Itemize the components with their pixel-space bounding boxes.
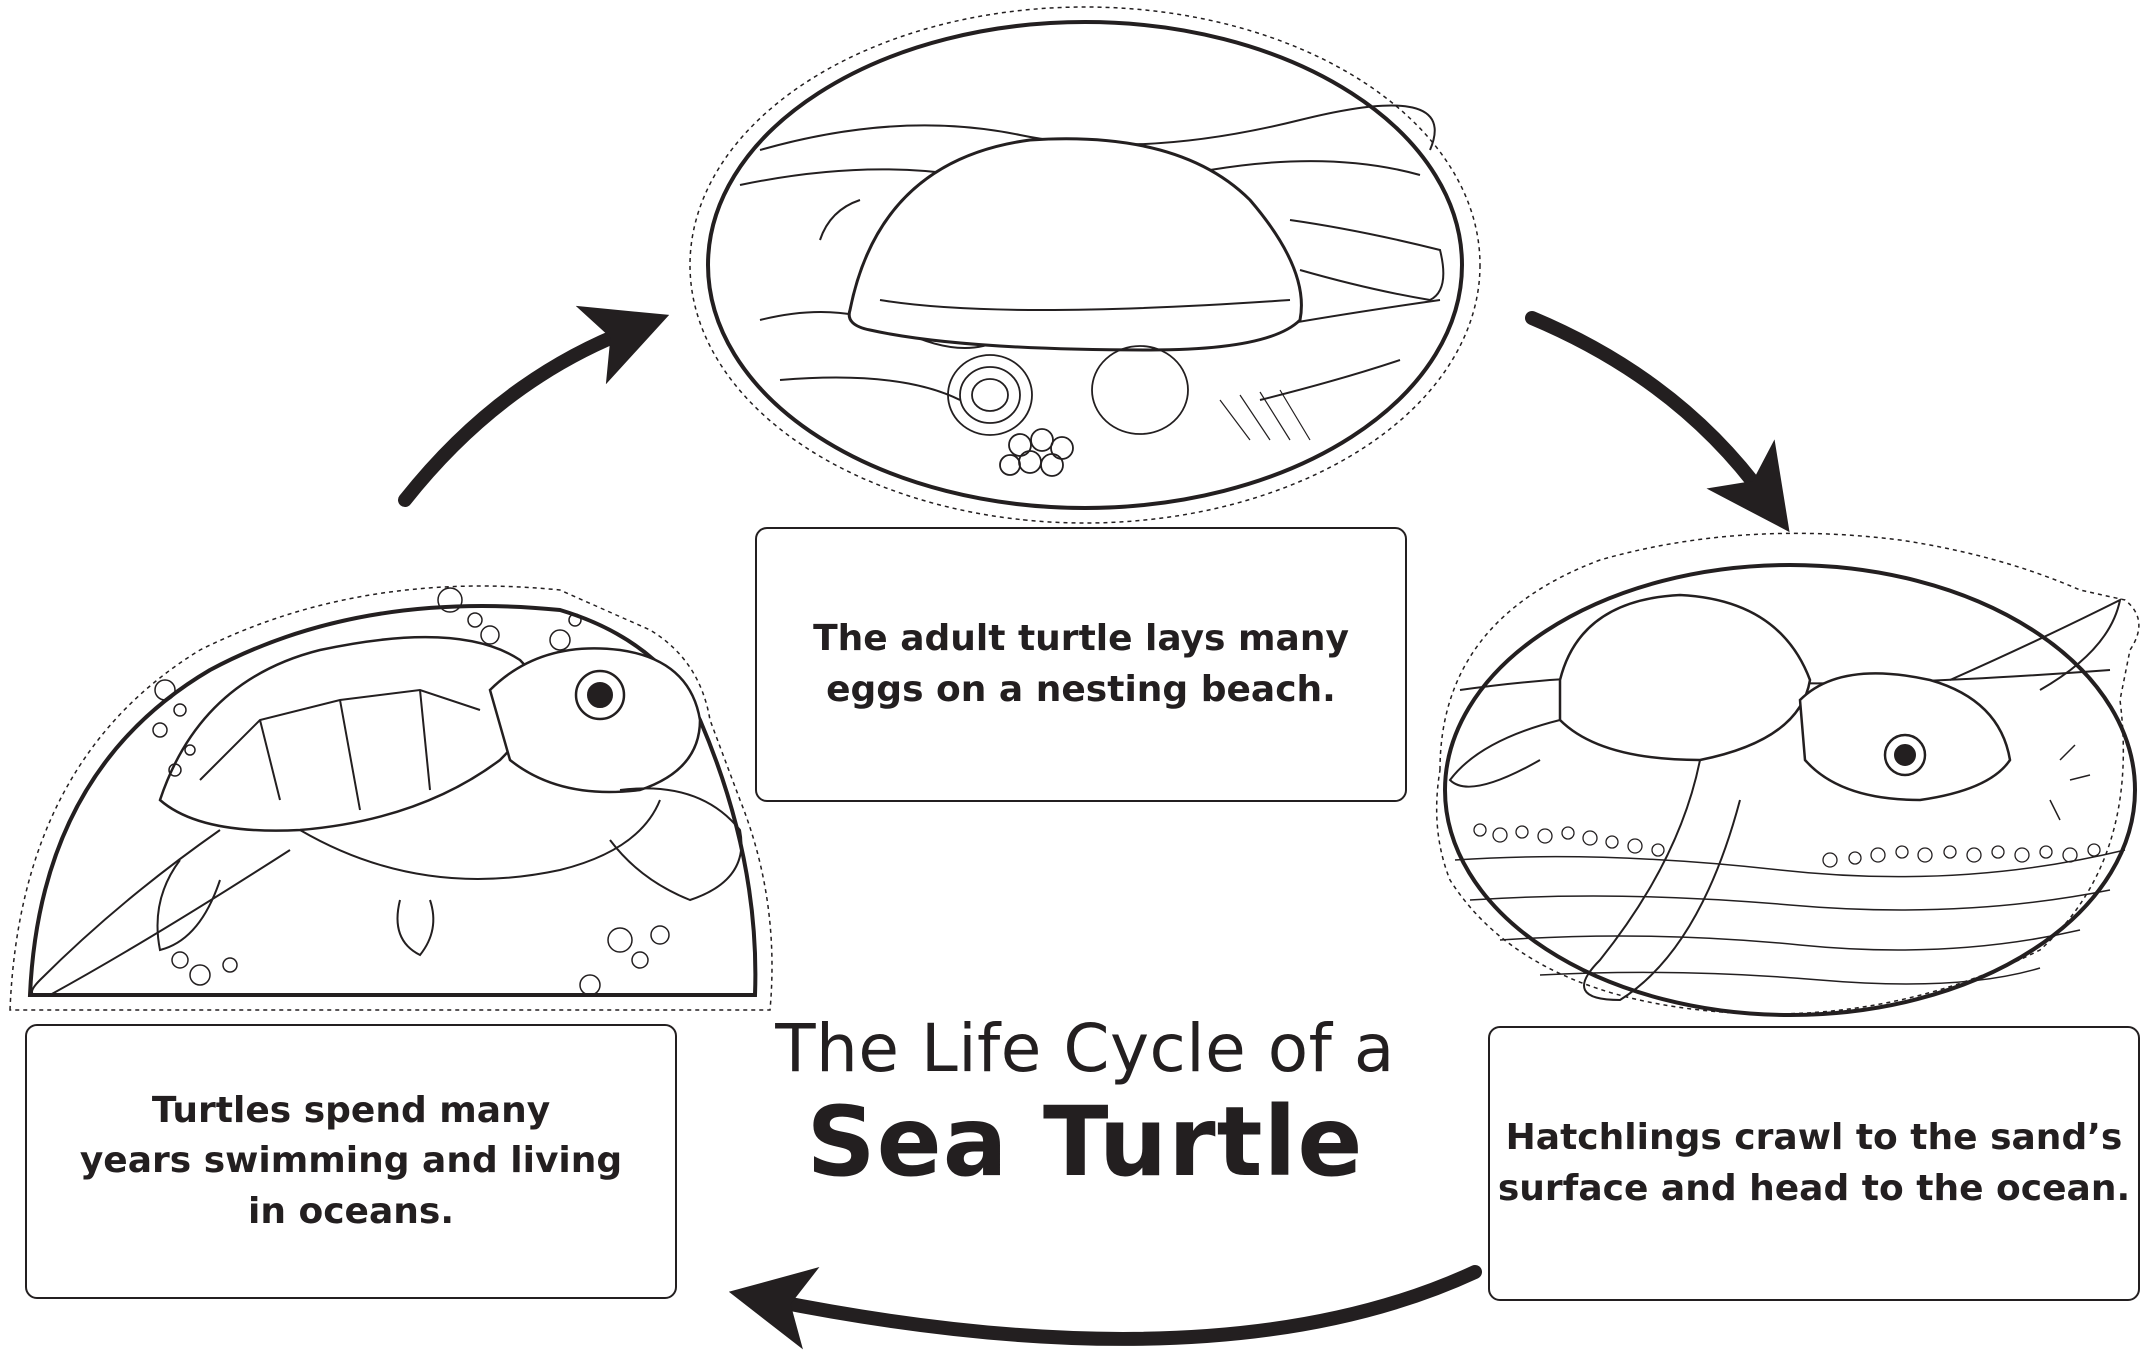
caption-text: The adult turtle lays many eggs on a nes… (813, 614, 1349, 715)
curved-arrow-icon (770, 1272, 1475, 1339)
stage-caption-adult: Turtles spend many years swimming and li… (25, 1024, 677, 1299)
title-line-2: Sea Turtle (740, 1086, 1430, 1198)
curved-arrow-icon (1532, 318, 1765, 498)
stage-caption-hatchlings: Hatchlings crawl to the sand’s surface a… (1488, 1026, 2140, 1301)
swimming-turtle-illustration (10, 586, 772, 1010)
nesting-illustration (690, 7, 1480, 523)
title-line-1: The Life Cycle of a (760, 1010, 1410, 1087)
hatchling-illustration (1437, 533, 2139, 1015)
curved-arrow-icon (405, 330, 630, 500)
caption-text: Turtles spend many years swimming and li… (80, 1086, 622, 1237)
stage-caption-nesting: The adult turtle lays many eggs on a nes… (755, 527, 1407, 802)
caption-text: Hatchlings crawl to the sand’s surface a… (1498, 1113, 2130, 1214)
